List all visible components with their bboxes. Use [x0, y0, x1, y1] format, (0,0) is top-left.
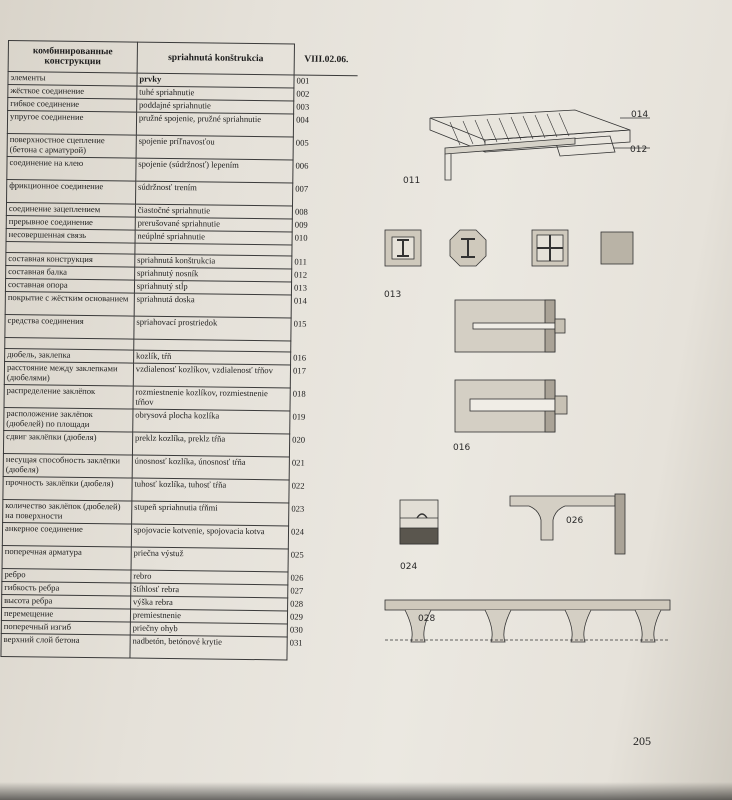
term-russian: поверхностное сцепление (бетона с армату…: [7, 133, 137, 159]
term-code: 006: [292, 159, 357, 184]
figure-dowel-2: [454, 379, 568, 433]
term-russian: расположение заклёпок (дюбелей) по площа…: [3, 407, 133, 433]
callout-011: 011: [403, 176, 421, 186]
term-code: 021: [289, 456, 353, 481]
technical-drawings: [384, 109, 671, 643]
term-russian: соединение на клею: [6, 156, 136, 182]
term-slovak: stupeň spriahnutia tŕňmi: [131, 501, 289, 526]
term-code: 020: [289, 433, 354, 458]
term-code: 025: [288, 548, 352, 573]
terminology-table: комбинированные конструкции spriahnutá k…: [0, 40, 358, 661]
term-code: [290, 340, 355, 353]
term-russian: распределение заклёпок: [4, 384, 134, 410]
term-russian: средства соединения: [4, 314, 134, 340]
callout-026: 026: [566, 516, 584, 526]
term-slovak: únosnosť kozlíka, únosnosť tŕňa: [131, 455, 290, 480]
term-code: 002: [293, 87, 358, 102]
page-shadow: [0, 782, 732, 800]
term-slovak: nadbetón, betónové krytie: [129, 635, 288, 660]
term-slovak: tuhosť kozlíka, tuhosť tŕňa: [131, 478, 290, 503]
term-slovak: súdržnosť trením: [135, 181, 293, 206]
table-header-row: комбинированные конструкции spriahnutá k…: [8, 40, 358, 76]
term-code: 009: [292, 218, 356, 233]
term-code: 005: [293, 136, 357, 161]
term-code: 015: [290, 317, 355, 342]
figure-anchor: [399, 499, 439, 545]
term-code: 003: [293, 100, 358, 115]
page-number: 205: [633, 734, 651, 748]
callout-024: 024: [400, 562, 418, 572]
term-code: 011: [291, 255, 356, 270]
term-code: 024: [288, 525, 353, 550]
header-code: VIII.02.06.: [294, 44, 358, 76]
term-russian: верхний слой бетона: [0, 633, 131, 659]
term-code: 028: [287, 597, 352, 612]
term-code: 022: [288, 479, 353, 504]
callout-028: 028: [418, 614, 436, 624]
callout-014: 014: [631, 110, 649, 120]
figure-composite-slab: [429, 109, 650, 181]
callout-012: 012: [630, 145, 648, 155]
figure-dowel-1: [454, 299, 566, 353]
term-code: 030: [287, 623, 351, 638]
term-code: 013: [291, 281, 356, 296]
term-code: 027: [287, 584, 352, 599]
term-slovak: priečna výstuž: [130, 547, 289, 572]
term-russian: количество заклёпок (дюбелей) на поверхн…: [2, 499, 132, 525]
term-slovak: pružné spojenie, pružné spriahnutie: [136, 112, 294, 137]
term-code: 017: [290, 364, 355, 389]
term-slovak: spriahovací prostriedok: [133, 316, 292, 341]
term-code: 008: [292, 205, 356, 220]
callout-013: 013: [384, 290, 402, 300]
term-russian: фрикционное соединение: [6, 179, 136, 205]
term-russian: несущая способность заклёпки (дюбеля): [3, 453, 133, 479]
term-slovak: spriahnutá doska: [133, 293, 292, 318]
term-code: 016: [290, 351, 355, 366]
term-code: [291, 244, 356, 257]
term-russian: упругое соединение: [7, 110, 137, 136]
term-slovak: preklz kozlíka, preklz tŕňa: [132, 432, 290, 457]
term-russian: сдвиг заклёпки (дюбеля): [3, 430, 133, 456]
term-slovak: spojenie príľnavosťou: [135, 135, 294, 160]
term-russian: анкерное соединение: [2, 522, 132, 548]
term-code: 004: [293, 113, 358, 138]
term-slovak: rozmiestnenie kozlíkov, rozmiestnenie tŕ…: [132, 386, 291, 411]
term-code: 001: [293, 74, 358, 89]
term-code: 010: [292, 231, 356, 246]
term-russian: расстояние между заклепками (дюбелями): [4, 361, 134, 387]
figure-column-sections: [384, 229, 634, 267]
header-slovak: spriahnutá konštrukcia: [136, 42, 295, 75]
term-slovak: obrysová plocha kozlíka: [132, 409, 291, 434]
term-russian: прочность заклёпки (дюбеля): [2, 476, 132, 502]
term-code: 029: [287, 610, 352, 625]
callout-016: 016: [453, 443, 471, 453]
term-slovak: spojovacie kotvenie, spojovacia kotva: [131, 524, 289, 549]
header-russian: комбинированные конструкции: [8, 40, 138, 74]
term-code: 007: [292, 182, 357, 207]
term-code: 014: [291, 294, 355, 319]
term-russian: поперечная арматура: [2, 545, 132, 571]
term-code: 012: [291, 268, 356, 283]
term-slovak: spojenie (súdržnosť) lepením: [135, 158, 294, 183]
term-code: 031: [287, 636, 351, 661]
term-russian: покрытие с жёстким основанием: [5, 291, 135, 317]
term-code: 019: [289, 410, 354, 435]
figure-ribbed-slab: [384, 599, 671, 643]
term-code: 026: [287, 571, 352, 586]
term-code: 018: [290, 387, 354, 412]
figure-t-beam: [509, 493, 626, 555]
term-code: 023: [288, 502, 353, 527]
term-slovak: vzdialenosť kozlíkov, vzdialenosť tŕňov: [133, 363, 291, 388]
